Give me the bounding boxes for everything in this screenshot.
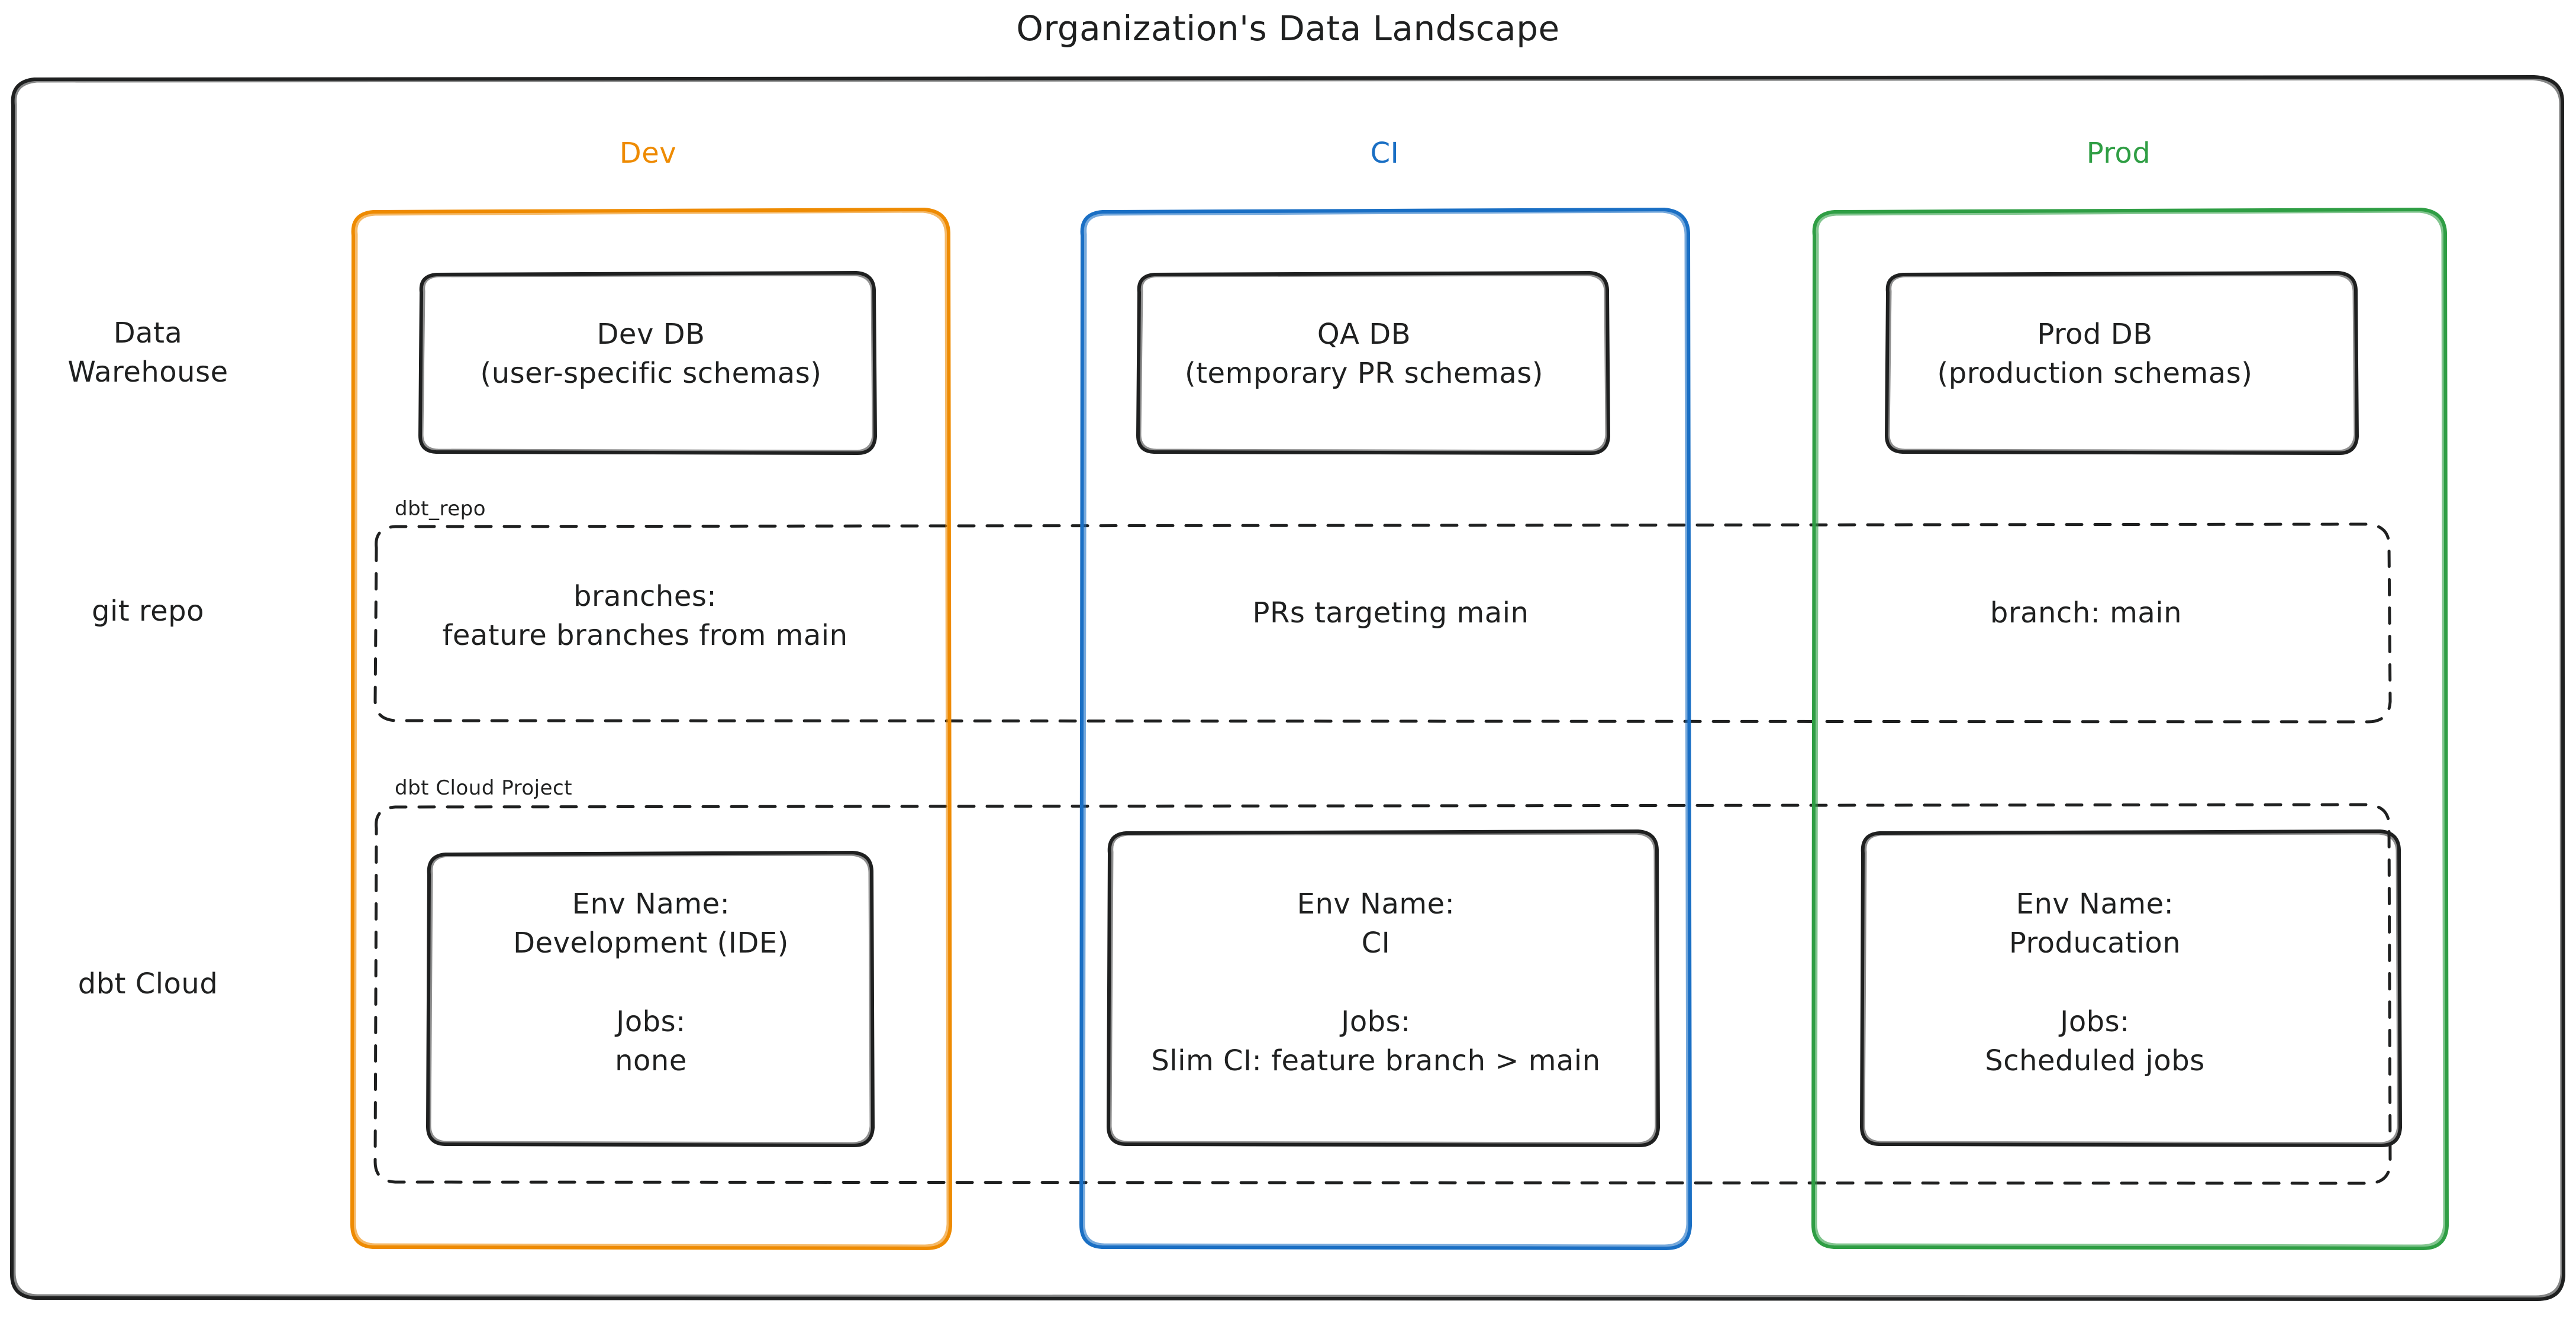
column-header-prod: Prod [2086, 137, 2151, 170]
column-header-dev: Dev [619, 137, 677, 170]
node-label-ci-git: PRs targeting main [1252, 596, 1529, 630]
row-label-data-warehouse: Data Warehouse [67, 317, 228, 389]
row-label-dbt-cloud: dbt Cloud [78, 967, 218, 1000]
node-label-dev-git: branches: feature branches from main [442, 580, 848, 653]
group-label-dbt-repo: dbt_repo [395, 497, 486, 521]
column-header-ci: CI [1370, 137, 1400, 170]
node-label-dev-cloud: Env Name: Development (IDE) Jobs: none [513, 887, 789, 1077]
group-label-dbt-cloud-project: dbt Cloud Project [395, 776, 573, 800]
node-label-qa-db: QA DB (temporary PR schemas) [1184, 318, 1544, 390]
page-title: Organization's Data Landscape [1016, 8, 1560, 49]
row-label-git-repo: git repo [92, 595, 204, 628]
node-label-dev-db: Dev DB (user-specific schemas) [480, 318, 822, 390]
outer-frame [10, 75, 2565, 1301]
node-label-ci-cloud: Env Name: CI Jobs: Slim CI: feature bran… [1151, 887, 1601, 1077]
node-label-prod-db: Prod DB (production schemas) [1937, 318, 2253, 390]
node-label-prod-git: branch: main [1990, 596, 2182, 630]
node-label-prod-cloud: Env Name: Producation Jobs: Scheduled jo… [1985, 887, 2205, 1077]
